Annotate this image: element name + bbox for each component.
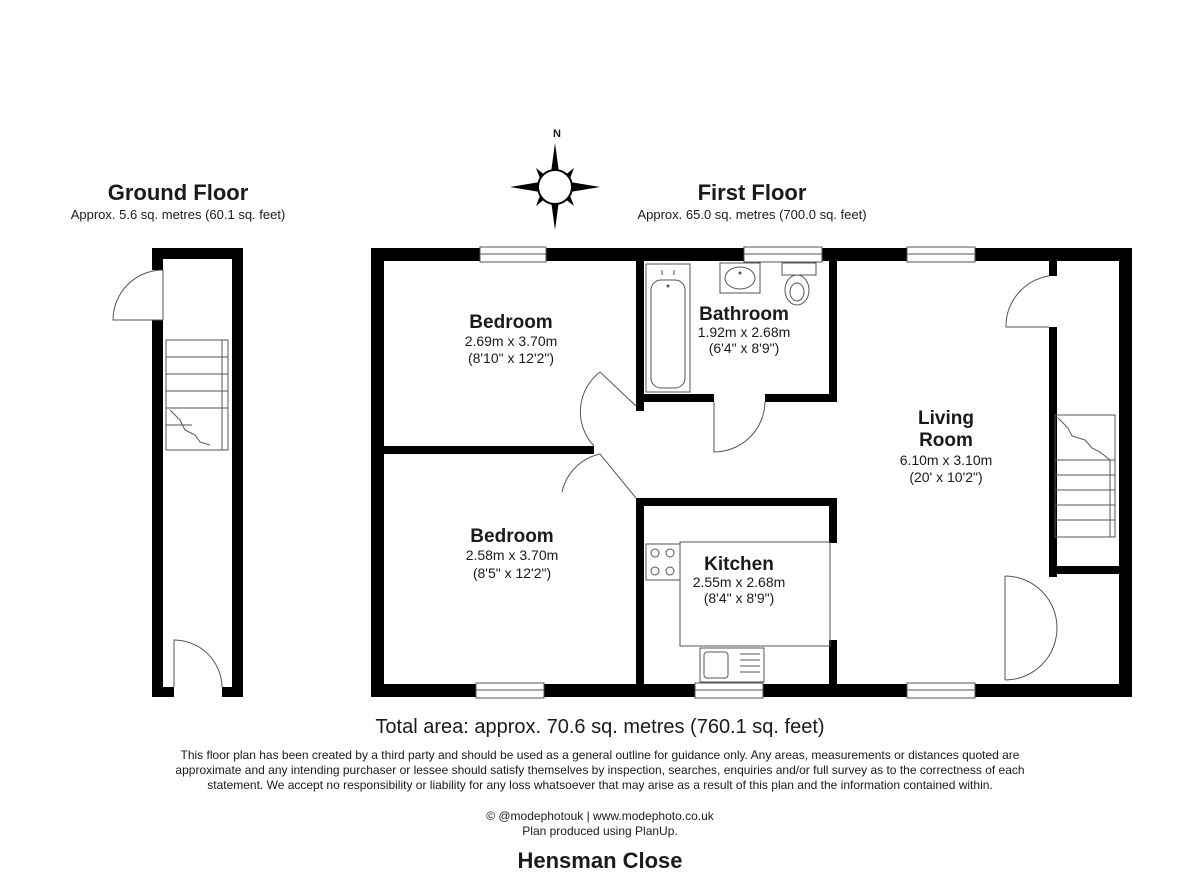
ground-floor-area: Approx. 5.6 sq. metres (60.1 sq. feet) [71,207,286,222]
living-room-double-door-icon [1004,627,1058,681]
kitchen-worktop-icon [679,541,831,647]
bedroom-door-icon [579,371,637,447]
property-address: Hensman Close [517,848,683,873]
total-area: Total area: approx. 70.6 sq. metres (760… [375,716,825,738]
toilet-icon [781,262,817,306]
first-floor-title: First Floor [698,180,807,205]
bedroom-metric: 2.69m x 3.70m [465,333,558,349]
kitchen-imperial: (8'4" x 8'9") [704,590,775,606]
first-floor-plan: Bedroom 2.69m x 3.70m (8'10" x 12'2") Ba… [371,246,1132,699]
bedroom-2-label: Bedroom [470,526,553,547]
sink-icon [719,262,761,294]
ground-floor-plan [112,248,243,697]
hob-icon [645,543,681,581]
stairs-icon [1054,414,1116,538]
ground-floor-door-icon [112,269,164,321]
living-room-label: Living [918,408,974,429]
kitchen-label: Kitchen [704,554,774,575]
bedroom-label: Bedroom [469,312,552,333]
compass-icon: N [510,128,600,230]
living-room-door-icon [1005,275,1050,328]
produced-by-text: Plan produced using PlanUp. [522,824,678,838]
compass-north-label: N [553,128,561,140]
front-door-icon [173,639,223,688]
bedroom-imperial: (8'10" x 12'2") [468,350,554,366]
bedroom-2-metric: 2.58m x 3.70m [466,547,559,563]
disclaimer-text: This floor plan has been created by a th… [175,748,1025,792]
bathroom-label: Bathroom [699,304,789,325]
kitchen-metric: 2.55m x 2.68m [693,574,786,590]
ground-floor-title: Ground Floor [108,180,249,205]
bathroom-imperial: (6'4" x 8'9") [709,340,780,356]
living-room-imperial: (20' x 10'2") [909,469,982,485]
bathroom-door-icon [713,401,766,453]
bedroom-2-door-icon [561,453,637,499]
bedroom-2-imperial: (8'5" x 12'2") [473,565,551,581]
first-floor-area: Approx. 65.0 sq. metres (700.0 sq. feet) [637,207,866,222]
living-room-label-line2: Room [919,430,973,451]
credit-text: © @modephotouk | www.modephoto.co.uk [486,809,714,823]
bathroom-metric: 1.92m x 2.68m [698,324,791,340]
bathtub-icon [645,263,691,393]
living-room-metric: 6.10m x 3.10m [900,452,993,468]
stairs-icon [165,339,229,451]
kitchen-sink-icon [699,647,765,683]
